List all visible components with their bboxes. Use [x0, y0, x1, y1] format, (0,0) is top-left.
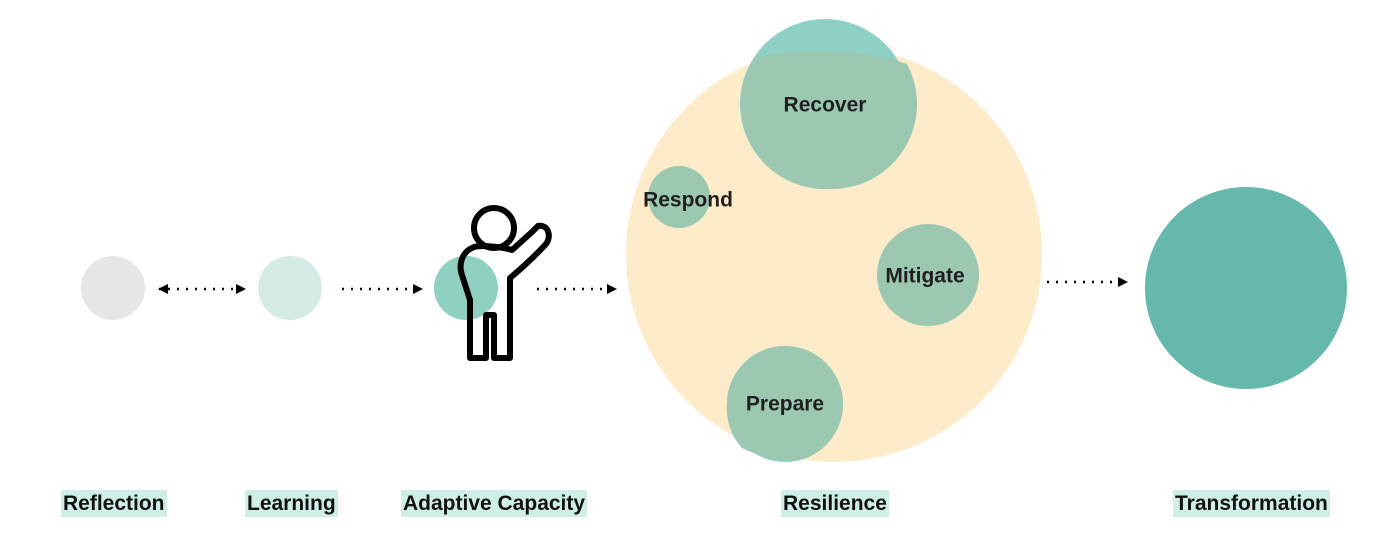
recover-overlap	[740, 50, 918, 190]
learning-circle	[258, 256, 322, 320]
person-pointing-icon	[457, 205, 552, 361]
stage-label-resilience: Resilience	[781, 490, 889, 517]
stage-label-transformation: Transformation	[1173, 490, 1330, 517]
transformation-circle	[1145, 187, 1347, 389]
respond-circle	[648, 166, 710, 228]
stage-label-reflection: Reflection	[61, 490, 167, 517]
prepare-overlap	[726, 346, 843, 461]
reflection-circle	[81, 256, 145, 320]
mitigate-circle	[877, 224, 979, 326]
mitigate-label: Mitigate	[885, 265, 964, 288]
stage-label-adaptive-capacity: Adaptive Capacity	[401, 490, 588, 517]
resilience-circle	[626, 46, 1042, 462]
prepare-label: Prepare	[746, 393, 824, 416]
stage-label-learning: Learning	[245, 490, 338, 517]
respond-label: Respond	[643, 189, 733, 212]
recover-label: Recover	[784, 94, 867, 117]
